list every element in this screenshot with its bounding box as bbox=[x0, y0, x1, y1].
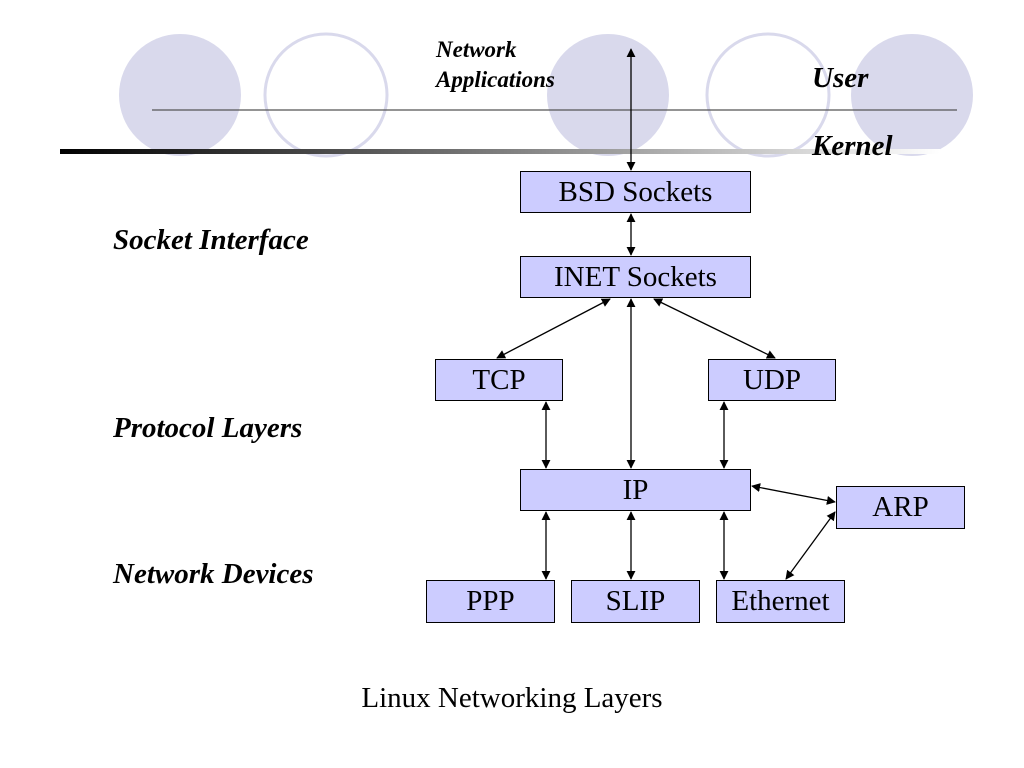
deco-circle-outline-2 bbox=[705, 32, 831, 158]
deco-circle-filled-2 bbox=[547, 34, 669, 156]
ip-box: IP bbox=[520, 469, 751, 511]
socket-interface-label: Socket Interface bbox=[113, 224, 309, 256]
kernel-space-label: Kernel bbox=[812, 130, 893, 162]
tcp-box: TCP bbox=[435, 359, 563, 401]
network-applications-line-2: Applications bbox=[436, 67, 555, 92]
slip-box: SLIP bbox=[571, 580, 700, 623]
user-space-label: User bbox=[812, 62, 869, 94]
ethernet-box: Ethernet bbox=[716, 580, 845, 623]
arrow-inet-to-tcp bbox=[496, 298, 611, 359]
udp-box: UDP bbox=[708, 359, 836, 401]
inet-sockets-box: INET Sockets bbox=[520, 256, 751, 298]
arrow-ip-to-arp bbox=[751, 483, 836, 505]
slide-caption: Linux Networking Layers bbox=[361, 682, 663, 714]
network-devices-label: Network Devices bbox=[113, 558, 314, 590]
network-applications-line-1: Network bbox=[436, 37, 517, 62]
protocol-layers-label: Protocol Layers bbox=[113, 412, 303, 444]
deco-circle-filled-3 bbox=[851, 34, 973, 156]
title-rule bbox=[60, 149, 940, 154]
bsd-sockets-box: BSD Sockets bbox=[520, 171, 751, 213]
deco-circle-outline-1 bbox=[263, 32, 389, 158]
network-applications-label: Network Applications bbox=[436, 35, 555, 95]
ppp-box: PPP bbox=[426, 580, 555, 623]
arp-box: ARP bbox=[836, 486, 965, 529]
deco-circle-filled-1 bbox=[119, 34, 241, 156]
arrow-inet-to-udp bbox=[653, 298, 776, 359]
arrow-arp-to-ethernet bbox=[785, 511, 836, 580]
